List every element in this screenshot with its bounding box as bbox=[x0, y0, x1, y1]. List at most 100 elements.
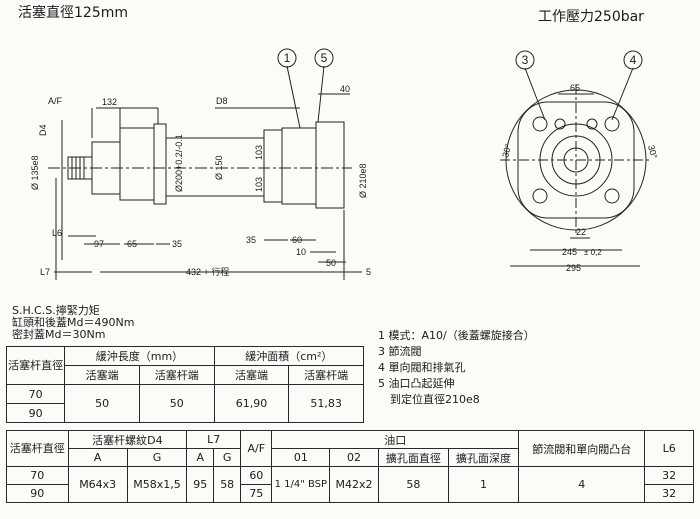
cushion-table: 活塞杆直徑 緩沖長度（mm） 緩沖面積（cm²） 活塞端 活塞杆端 活塞端 活塞… bbox=[5, 346, 365, 423]
note-line-1: S.H.C.S.擰緊力矩 bbox=[12, 304, 100, 317]
callout-4: 4 bbox=[630, 53, 637, 67]
cell2-bore-diameter: 58 bbox=[377, 466, 449, 503]
angle-30-left: 30° bbox=[500, 142, 513, 158]
th2-rod-diameter: 活塞杆直徑 bbox=[6, 430, 69, 467]
rear-cap-left bbox=[263, 129, 283, 203]
cell-rod-90: 90 bbox=[5, 403, 66, 423]
d210-label: Ø 210e8 bbox=[358, 163, 368, 198]
dimension-table: 活塞杆直徑 活塞杆螺紋D4 L7 A/F 油口 節流閥和單向閥凸台 L6 A G… bbox=[6, 430, 694, 503]
legend-item-5a: 5 油口凸起延伸 bbox=[378, 377, 455, 390]
dim-35b: 35 bbox=[246, 235, 256, 245]
note-line-3: 密封蓋Md＝30Nm bbox=[12, 328, 106, 341]
rear-flange bbox=[315, 121, 345, 209]
cell-rod-70: 70 bbox=[5, 384, 66, 404]
dim-65: 65 bbox=[127, 239, 137, 249]
th-rod-end-area: 活塞杆端 bbox=[288, 365, 364, 385]
cell2-valve: 4 bbox=[518, 466, 646, 503]
th2-port-01: 01 bbox=[271, 448, 331, 467]
dim-97: 97 bbox=[94, 239, 104, 249]
cell2-l6-90: 32 bbox=[644, 484, 694, 503]
th2-port-02: 02 bbox=[329, 448, 379, 467]
head-flange bbox=[119, 127, 155, 201]
cell-len-rod: 50 bbox=[138, 384, 215, 423]
cell-area-rod: 51,83 bbox=[288, 384, 364, 423]
th2-thread-g: G bbox=[126, 448, 188, 467]
callout-circle-3 bbox=[515, 50, 535, 70]
cell2-thread-g: M58x1,5 bbox=[126, 466, 188, 503]
end-dim-295: 295 bbox=[566, 263, 581, 273]
dim-60: 60 bbox=[292, 235, 302, 245]
th-cushion-length: 緩沖長度（mm） bbox=[64, 346, 215, 366]
d200-label: Ø200+0.2/-0.1 bbox=[174, 134, 184, 192]
cell2-l7-a: 95 bbox=[186, 466, 215, 503]
callout-1: 1 bbox=[284, 51, 291, 65]
cell2-rod-70: 70 bbox=[6, 466, 69, 485]
dim-5: 5 bbox=[366, 267, 371, 277]
callout-5: 5 bbox=[321, 51, 328, 65]
cell-area-piston: 61,90 bbox=[213, 384, 290, 423]
dim-50: 50 bbox=[326, 258, 336, 268]
stroke-label: 432 + 行程 bbox=[186, 266, 229, 277]
d8-label: D8 bbox=[216, 96, 228, 106]
legend-item-3: 3 節流閥 bbox=[378, 345, 422, 358]
callout-3: 3 bbox=[522, 53, 529, 67]
d135-label: Ø 135e8 bbox=[30, 155, 40, 190]
th2-bore-depth: 擴孔面深度 bbox=[447, 448, 520, 467]
th-piston-end-area: 活塞端 bbox=[213, 365, 290, 385]
callout-circle-5 bbox=[314, 48, 334, 68]
cell2-af-90: 75 bbox=[240, 484, 273, 503]
end-dim-22: 22 bbox=[576, 227, 586, 237]
cell2-bore-depth: 1 bbox=[447, 466, 520, 503]
dim-35a: 35 bbox=[172, 239, 182, 249]
th-cushion-area: 緩沖面積（cm²） bbox=[213, 346, 365, 366]
angle-30-right: 30° bbox=[646, 144, 659, 160]
th2-thread-a: A bbox=[67, 448, 128, 467]
end-tolerance: ± 0,2 bbox=[584, 248, 602, 257]
cell-len-piston: 50 bbox=[64, 384, 140, 423]
d4-label: D4 bbox=[38, 124, 48, 136]
l7-label: L7 bbox=[40, 267, 50, 277]
l6-label: L6 bbox=[52, 228, 62, 238]
th2-l7: L7 bbox=[186, 430, 242, 449]
th2-port: 油口 bbox=[271, 430, 520, 449]
rear-cap-right bbox=[281, 127, 317, 205]
end-dim-245: 245 bbox=[562, 247, 577, 257]
af-label: A/F bbox=[48, 96, 63, 106]
dim-103b: 103 bbox=[254, 177, 264, 192]
dim-40: 40 bbox=[340, 84, 350, 94]
legend-item-4: 4 單向閥和排氣孔 bbox=[378, 361, 466, 374]
th2-l6: L6 bbox=[644, 430, 694, 467]
th2-bore-diameter: 擴孔面直徑 bbox=[377, 448, 449, 467]
end-dim-65: 65 bbox=[570, 83, 580, 93]
th2-valve: 節流閥和單向閥凸台 bbox=[518, 430, 646, 467]
page-title: 活塞直徑125mm bbox=[18, 5, 128, 21]
dim-103a: 103 bbox=[254, 145, 264, 160]
dim-132: 132 bbox=[102, 97, 117, 107]
th2-thread: 活塞杆螺紋D4 bbox=[67, 430, 188, 449]
note-line-2: 缸頭和後蓋Md＝490Nm bbox=[12, 316, 135, 329]
cell2-thread-a: M64x3 bbox=[67, 466, 128, 503]
cell2-port-01: 1 1/4" BSP bbox=[271, 466, 331, 503]
legend: 1 模式：A10/（後蓋螺旋接合） 3 節流閥 4 單向閥和排氣孔 5 油口凸起… bbox=[378, 328, 535, 408]
cell2-l6-70: 32 bbox=[644, 466, 694, 485]
th2-l7-a: A bbox=[186, 448, 215, 467]
pressure-label: 工作壓力250bar bbox=[538, 9, 644, 25]
th2-l7-g: G bbox=[213, 448, 242, 467]
dim-10: 10 bbox=[296, 247, 306, 257]
th2-af: A/F bbox=[240, 430, 273, 467]
callout-circle-4 bbox=[623, 50, 643, 70]
cell2-l7-g: 58 bbox=[213, 466, 242, 503]
callout-circle-1 bbox=[277, 48, 297, 68]
technical-drawing: 1 5 3 4 A/F D4 D8 132 40 Ø 135e8 Ø200+0.… bbox=[30, 48, 659, 280]
th-rod-end: 活塞杆端 bbox=[138, 365, 215, 385]
legend-item-5b: 到定位直徑210e8 bbox=[390, 393, 480, 406]
th-piston-end: 活塞端 bbox=[64, 365, 140, 385]
th-rod-diameter: 活塞杆直徑 bbox=[5, 346, 66, 385]
torque-notes: S.H.C.S.擰緊力矩 缸頭和後蓋Md＝490Nm 密封蓋Md＝30Nm bbox=[12, 305, 134, 341]
cell2-rod-90: 90 bbox=[6, 484, 69, 503]
cell2-af-70: 60 bbox=[240, 466, 273, 485]
legend-item-1: 1 模式：A10/（後蓋螺旋接合） bbox=[378, 329, 535, 342]
d150-label: Ø 150 bbox=[214, 155, 224, 180]
head-body bbox=[153, 123, 167, 205]
cell2-port-02: M42x2 bbox=[329, 466, 379, 503]
